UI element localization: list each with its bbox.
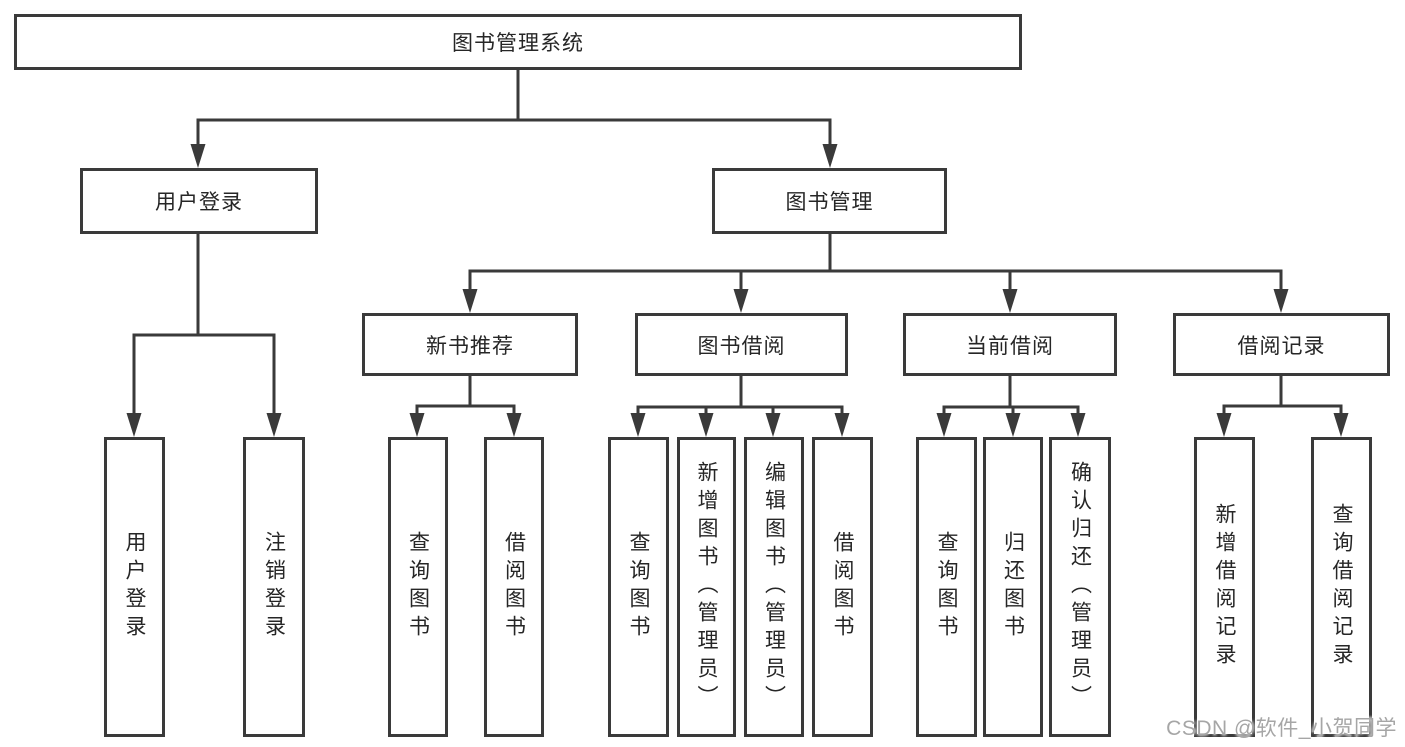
- leaf-current-query-book: 查询图书: [916, 437, 977, 737]
- leaf-logout-label: 注销登录: [262, 531, 286, 643]
- node-library-system-label: 图书管理系统: [452, 32, 584, 55]
- node-current-borrowing-label: 当前借阅: [966, 334, 1054, 358]
- leaf-current-return-book: 归还图书: [983, 437, 1043, 737]
- leaf-borrow-edit-book-admin-label: 编辑图书（管理员）: [762, 461, 786, 713]
- connector-record-to-children: [1216, 374, 1349, 437]
- leaf-current-confirm-return-admin-label: 确认归还（管理员）: [1068, 461, 1092, 713]
- connector-root-to-level2: [190, 68, 838, 168]
- leaf-newbook-borrow-book: 借阅图书: [484, 437, 544, 737]
- node-current-borrowing: 当前借阅: [903, 313, 1117, 376]
- node-user-login-label: 用户登录: [155, 191, 243, 214]
- connector-current-to-children: [936, 374, 1086, 437]
- leaf-current-query-book-label: 查询图书: [935, 531, 958, 643]
- node-book-management: 图书管理: [712, 168, 947, 234]
- leaf-current-return-book-label: 归还图书: [1001, 531, 1025, 643]
- leaf-newbook-query-book-label: 查询图书: [406, 531, 430, 643]
- leaf-newbook-borrow-book-label: 借阅图书: [502, 531, 526, 643]
- connector-mgmt-to-level3: [462, 232, 1289, 313]
- leaf-record-query-borrow-record-label: 查询借阅记录: [1330, 503, 1353, 671]
- node-user-login: 用户登录: [80, 168, 318, 234]
- leaf-borrow-add-book-admin-label: 新增图书（管理员）: [695, 461, 718, 713]
- leaf-borrow-borrow-book-label: 借阅图书: [831, 531, 854, 643]
- leaf-current-confirm-return-admin: 确认归还（管理员）: [1049, 437, 1111, 737]
- leaf-record-add-borrow-record: 新增借阅记录: [1194, 437, 1255, 737]
- leaf-borrow-borrow-book: 借阅图书: [812, 437, 873, 737]
- leaf-borrow-edit-book-admin: 编辑图书（管理员）: [744, 437, 804, 737]
- leaf-borrow-add-book-admin: 新增图书（管理员）: [677, 437, 736, 737]
- leaf-user-login: 用户登录: [104, 437, 165, 737]
- node-borrow-records: 借阅记录: [1173, 313, 1390, 376]
- csdn-watermark: CSDN @软件_小贺同学: [1166, 717, 1397, 740]
- connector-newbook-to-children: [409, 374, 522, 437]
- leaf-user-login-label: 用户登录: [123, 531, 146, 643]
- leaf-borrow-query-book-label: 查询图书: [627, 531, 650, 643]
- node-borrow-records-label: 借阅记录: [1237, 334, 1326, 358]
- node-book-borrowing-label: 图书借阅: [697, 334, 786, 358]
- node-library-system: 图书管理系统: [14, 14, 1022, 70]
- node-book-management-label: 图书管理: [785, 191, 874, 214]
- leaf-record-query-borrow-record: 查询借阅记录: [1311, 437, 1372, 737]
- node-new-book-recommend: 新书推荐: [362, 313, 578, 376]
- leaf-record-add-borrow-record-label: 新增借阅记录: [1213, 503, 1236, 671]
- leaf-newbook-query-book: 查询图书: [388, 437, 448, 737]
- node-book-borrowing: 图书借阅: [635, 313, 848, 376]
- leaf-logout: 注销登录: [243, 437, 305, 737]
- node-new-book-recommend-label: 新书推荐: [426, 334, 514, 358]
- leaf-borrow-query-book: 查询图书: [608, 437, 669, 737]
- connector-login-to-children: [126, 232, 282, 437]
- connector-borrow-to-children: [630, 374, 850, 437]
